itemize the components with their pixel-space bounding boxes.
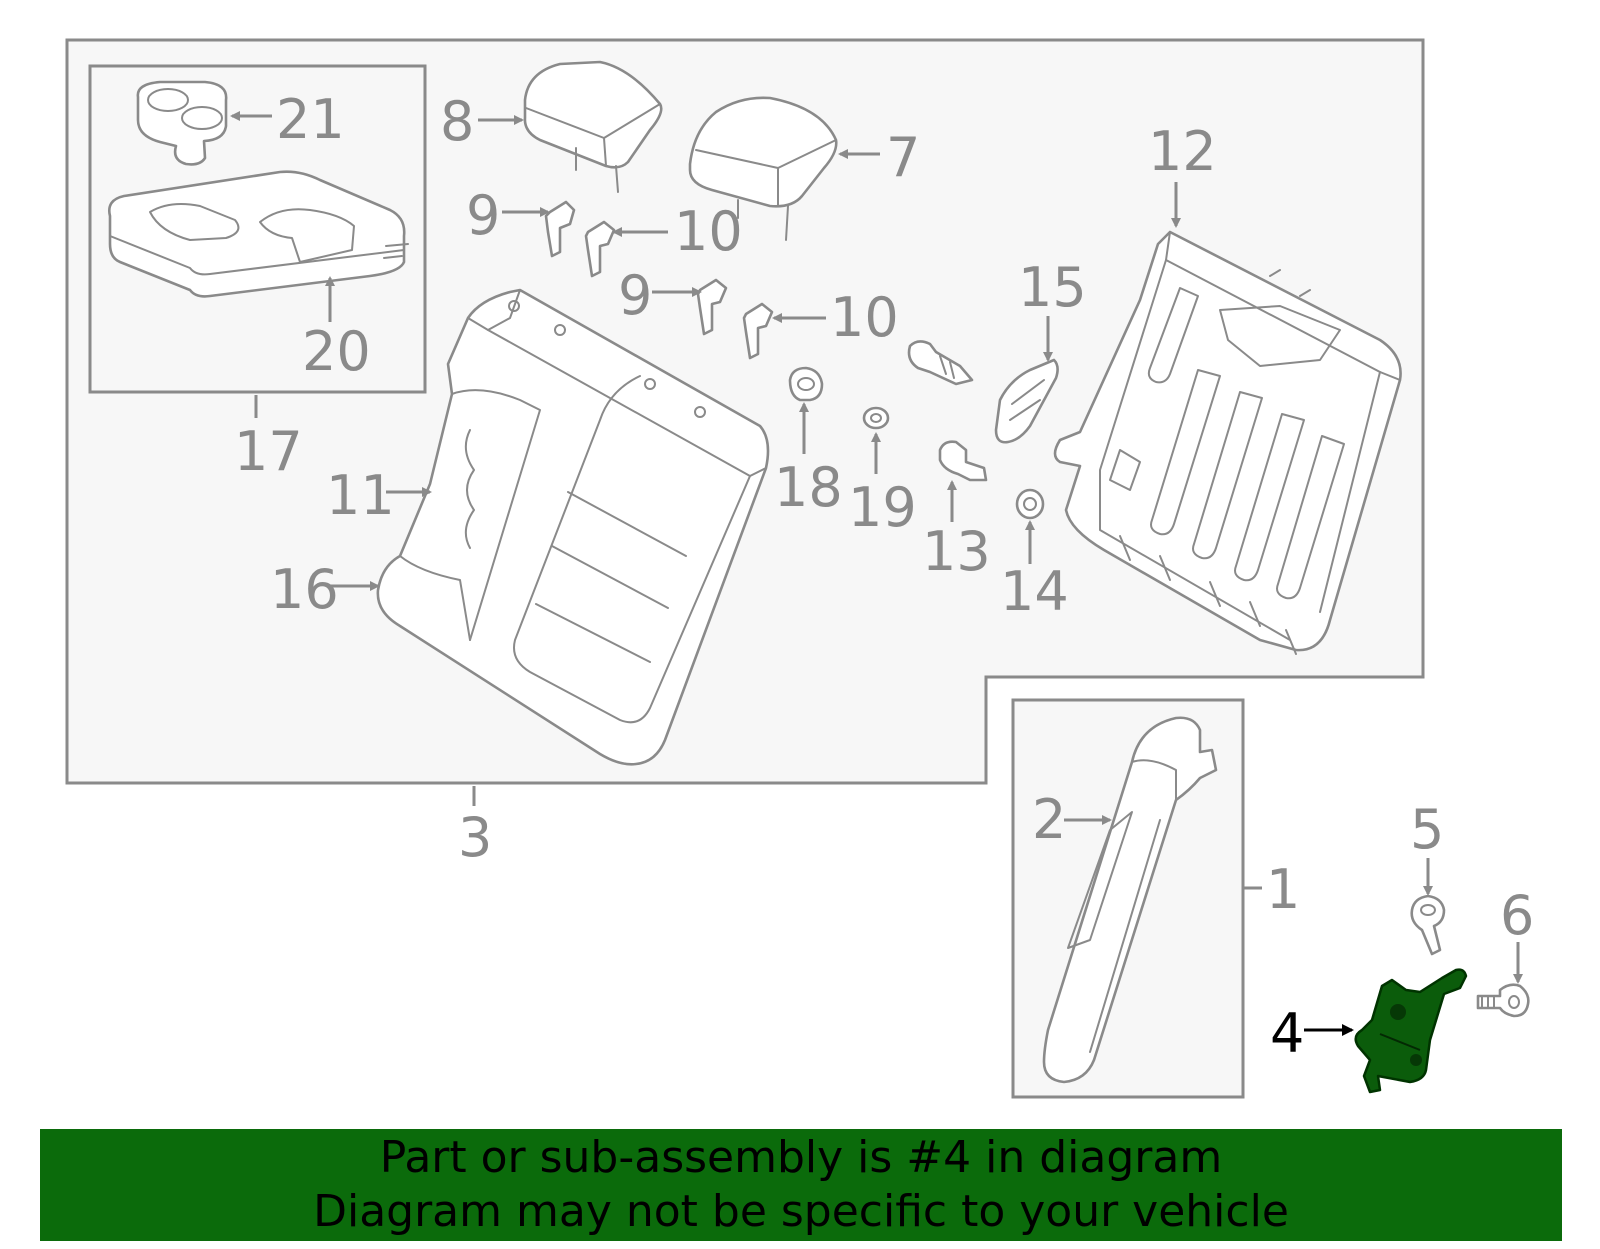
- callout-labels: 21 20 17 8 7 9 10 9 10 11 16 12 15 18 19…: [234, 88, 1534, 1065]
- headrest-part-8: [523, 60, 663, 193]
- callout-10a: 10: [674, 200, 743, 263]
- seat-back-part-11-16: [376, 288, 770, 766]
- callout-18: 18: [774, 456, 843, 519]
- info-banner: Part or sub-assembly is #4 in diagram Di…: [40, 1129, 1562, 1241]
- armrest-part-20: [108, 170, 409, 298]
- seat-frame-part-12: [1053, 230, 1402, 655]
- callout-20: 20: [302, 320, 371, 383]
- callout-19: 19: [848, 476, 917, 539]
- callout-9a: 9: [466, 184, 500, 247]
- callout-2: 2: [1032, 788, 1066, 851]
- callout-14: 14: [1000, 560, 1069, 623]
- bolt-part-13: [938, 440, 988, 482]
- leader-lines: [230, 111, 1523, 1036]
- callout-6: 6: [1500, 884, 1534, 947]
- banner-line-1: Part or sub-assembly is #4 in diagram: [379, 1132, 1223, 1183]
- guide-part-9a: [544, 200, 576, 258]
- callout-1: 1: [1266, 858, 1300, 921]
- callout-21: 21: [276, 88, 345, 151]
- bracket-part-15: [994, 358, 1059, 444]
- headrest-part-7: [688, 96, 838, 241]
- guide-part-9b: [696, 278, 728, 336]
- callout-8: 8: [440, 90, 474, 153]
- guide-part-10b: [742, 302, 774, 360]
- bolt-part-5: [1410, 894, 1446, 956]
- callout-12: 12: [1148, 120, 1217, 183]
- callout-5: 5: [1410, 798, 1444, 861]
- bolt-part-6: [1476, 983, 1530, 1018]
- callout-10b: 10: [830, 286, 899, 349]
- callout-15: 15: [1018, 256, 1087, 319]
- screw-part-15-left: [907, 340, 974, 386]
- cup-holder-part-21: [136, 80, 228, 166]
- callout-17: 17: [234, 420, 303, 483]
- side-bolster-part-1-2: [1042, 716, 1218, 1084]
- grommet-part-18: [788, 366, 824, 402]
- callout-3: 3: [458, 806, 492, 869]
- guide-part-10a: [584, 220, 616, 278]
- nut-part-14: [1015, 488, 1045, 520]
- callout-9b: 9: [618, 264, 652, 327]
- callout-4: 4: [1270, 1002, 1304, 1065]
- callout-7: 7: [886, 126, 920, 189]
- highlighted-bracket-part-4: [1354, 968, 1468, 1094]
- callout-13: 13: [922, 520, 991, 583]
- callout-16: 16: [270, 558, 339, 621]
- banner-line-2: Diagram may not be specific to your vehi…: [313, 1186, 1289, 1237]
- callout-11: 11: [326, 464, 395, 527]
- washer-part-19: [862, 406, 890, 430]
